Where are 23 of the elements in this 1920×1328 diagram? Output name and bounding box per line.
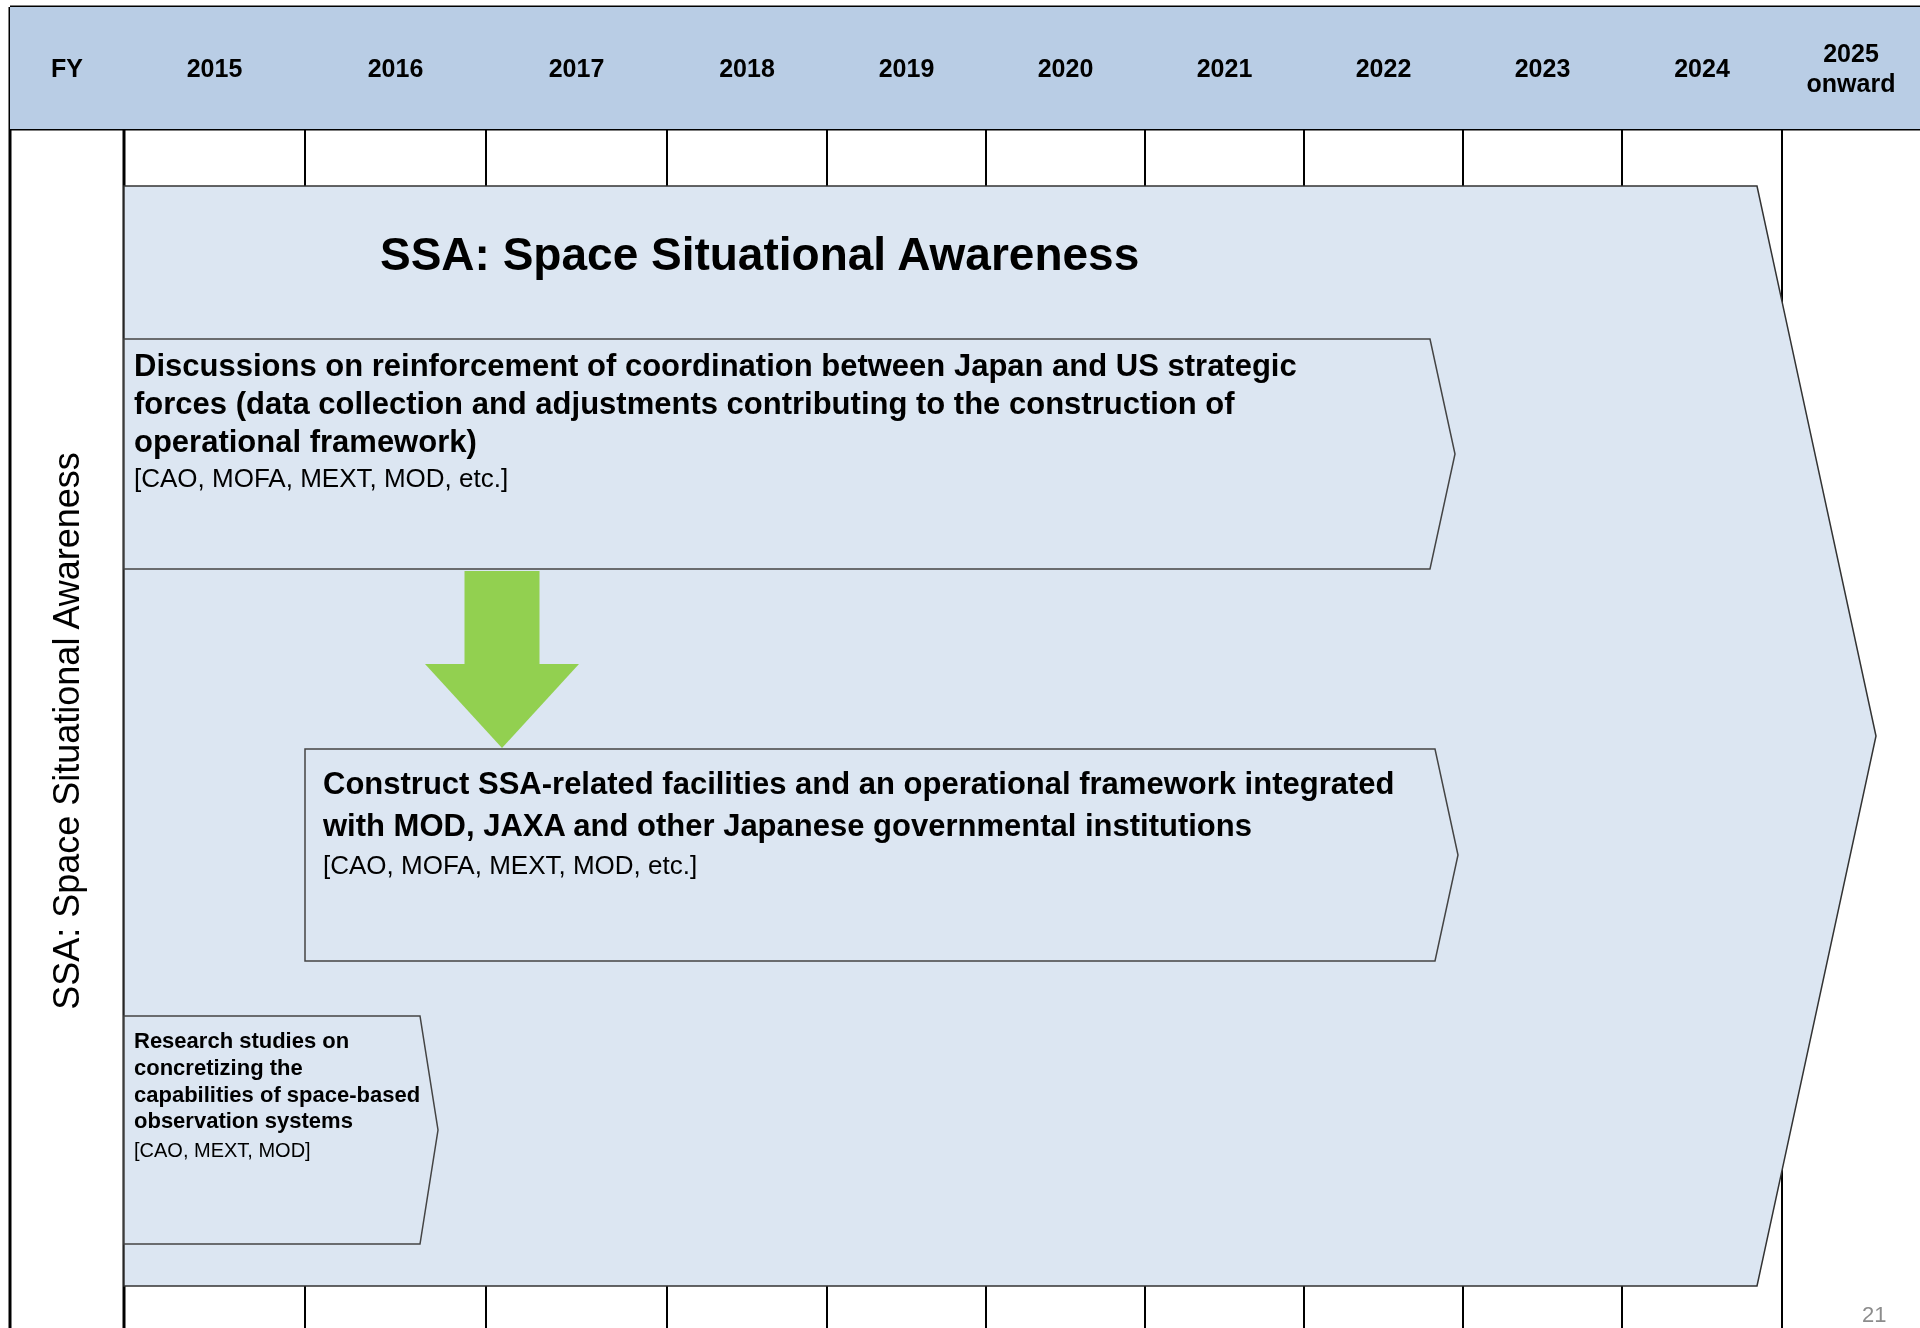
header-cell: FY [10,7,124,129]
agency-list: [CAO, MOFA, MEXT, MOD, etc.] [323,848,1433,883]
header-cell: 2025 onward [1782,7,1920,129]
block-arrow [425,571,579,748]
agency-list: [CAO, MEXT, MOD] [134,1137,424,1164]
header-cell: 2020 [986,7,1145,129]
header-cell: 2017 [486,7,667,129]
row-label: SSA: Space Situational Awareness [45,451,88,1012]
band-title: SSA: Space Situational Awareness [380,227,1141,282]
agency-list: [CAO, MOFA, MEXT, MOD, etc.] [134,462,1364,497]
page-number: 21 [1862,1302,1887,1328]
header-cell: 2019 [827,7,986,129]
chevron-arrow-band [124,186,1876,1286]
task-heading: Research studies on concretizing the capabilities of space-based observation systems [134,1028,422,1136]
header-cell: 2015 [124,7,305,129]
header-cell: 2023 [1463,7,1622,129]
header-cell: 2022 [1304,7,1463,129]
task-heading: Construct SSA-related facilities and an operational framework integrated with MOD, JAXA and other Japanese governmental institutions [323,765,1396,845]
task-heading: Discussions on reinforcement of coordination between Japan and US strategic forces (data collection and adjustments contributing to the construction of operational framework) [134,347,1298,461]
header-cell: 2024 [1622,7,1782,129]
header-cell: 2016 [305,7,486,129]
header-cell: 2021 [1145,7,1304,129]
header-cell: 2018 [667,7,827,129]
